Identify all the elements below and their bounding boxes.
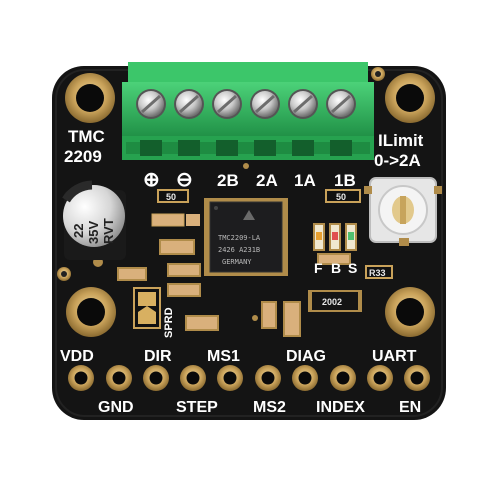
sprd-label: SPRD <box>163 307 175 338</box>
header-pins <box>68 365 430 391</box>
ilimit-potentiometer <box>364 177 442 246</box>
led-label: B <box>331 260 341 276</box>
header-pin <box>292 365 318 391</box>
motor-label: 1A <box>294 171 316 190</box>
smd-capacitor <box>167 263 201 277</box>
motor-label: 2B <box>217 171 239 190</box>
pin-label: VDD <box>60 348 94 365</box>
header-pin <box>217 365 243 391</box>
sprd-jumper: SPRD <box>133 287 175 338</box>
mounting-hole-top-right <box>385 73 435 123</box>
smd-capacitor <box>151 213 185 227</box>
pin-labels-top: VDD DIR MS1 DIAG UART <box>60 348 417 365</box>
pin-label: MS2 <box>253 399 286 416</box>
led-label: S <box>348 260 357 276</box>
smd-capacitor <box>159 239 195 255</box>
electrolytic-capacitor: 22 35V RVT <box>62 180 126 260</box>
cap-value: 22 <box>71 224 86 238</box>
svg-text:50: 50 <box>336 192 346 202</box>
led-label: F <box>314 260 323 276</box>
ilimit-range: 0->2A <box>374 151 421 170</box>
header-pin <box>367 365 393 391</box>
status-leds <box>313 223 357 251</box>
pin-label: DIAG <box>286 348 326 365</box>
svg-text:50: 50 <box>166 192 176 202</box>
terminal-screw <box>212 89 242 156</box>
svg-text:2002: 2002 <box>322 297 342 307</box>
pin-label: GND <box>98 399 134 416</box>
chip-marking-line2: 2426 A231B <box>218 246 260 254</box>
motor-labels: 2B 2A 1A 1B <box>217 171 356 190</box>
resistor-array-2002: 2002 <box>308 290 362 312</box>
smd-capacitor <box>117 267 147 281</box>
cap-voltage: 35V <box>86 221 101 244</box>
header-pin <box>255 365 281 391</box>
terminal-screw <box>250 89 280 156</box>
header-pin <box>68 365 94 391</box>
minus-symbol: ⊖ <box>176 169 193 191</box>
screw-terminal-block <box>122 62 374 160</box>
motor-label: 1B <box>334 171 356 190</box>
resistor-r33: R33 <box>365 265 393 279</box>
header-pin <box>106 365 132 391</box>
mounting-hole-bottom-left <box>66 287 116 337</box>
terminal-screw <box>326 89 356 156</box>
chip-marking-line1: TMC2209-LA <box>218 234 261 242</box>
smd-resistor-top: 50 <box>157 189 189 203</box>
smd-capacitor <box>317 253 351 265</box>
header-pin <box>330 365 356 391</box>
plus-symbol: ⊕ <box>143 169 160 191</box>
cap-series: RVT <box>101 218 116 244</box>
pin-label: STEP <box>176 399 218 416</box>
terminal-screw <box>174 89 204 156</box>
ilimit-label: ILimit <box>378 131 424 150</box>
board-title-line1: TMC <box>68 127 105 146</box>
pin-label: INDEX <box>316 399 365 416</box>
mounting-hole-top-left <box>65 73 115 123</box>
tmc2209-chip: TMC2209-LA 2426 A231B GERMANY <box>204 198 288 276</box>
motor-label: 2A <box>256 171 278 190</box>
mounting-hole-bottom-right <box>385 287 435 337</box>
terminal-screw <box>288 89 318 156</box>
smd-capacitor <box>186 214 200 226</box>
pin-labels-bottom: GND STEP MS2 INDEX EN <box>98 399 421 416</box>
smd-resistor-right: 50 <box>325 189 361 203</box>
terminal-screw <box>136 89 166 156</box>
header-pin <box>143 365 169 391</box>
header-pin <box>180 365 206 391</box>
smd-capacitor <box>167 283 201 297</box>
smd-capacitor <box>185 315 219 331</box>
smd-capacitor <box>261 301 277 329</box>
pin-label: EN <box>399 399 421 416</box>
pin-label: DIR <box>144 348 172 365</box>
board-title-line2: 2209 <box>64 147 102 166</box>
svg-text:R33: R33 <box>369 268 386 278</box>
pin-label: UART <box>372 348 417 365</box>
pin-label: MS1 <box>207 348 240 365</box>
smd-capacitor <box>283 301 301 337</box>
header-pin <box>404 365 430 391</box>
chip-marking-line3: GERMANY <box>222 258 252 266</box>
